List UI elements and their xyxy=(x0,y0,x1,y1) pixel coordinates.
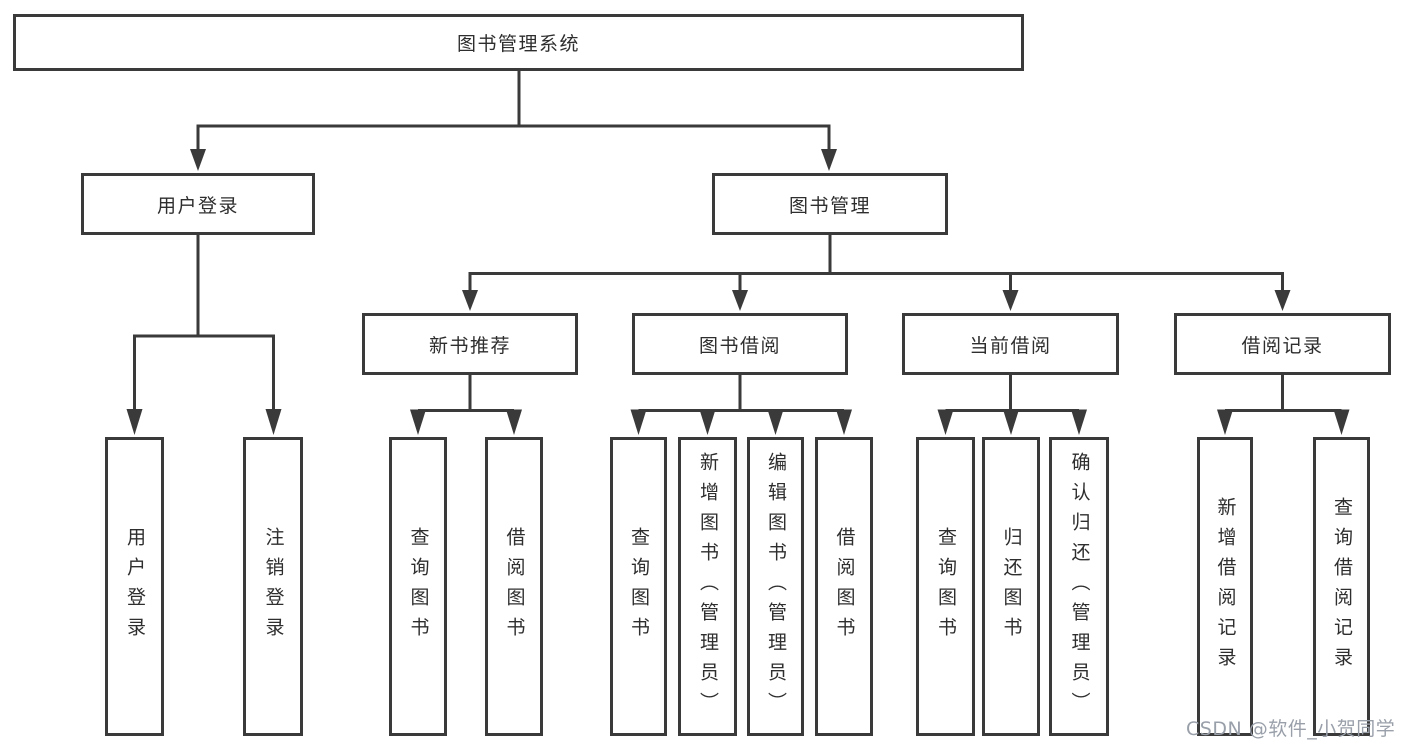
node-label: 确认归还（管理员） xyxy=(1068,451,1091,722)
connector-currentborrow-to-leaves xyxy=(937,375,1087,435)
csdn-watermark: CSDN @软件_小贺同学 xyxy=(1186,718,1396,740)
node-user-login: 用户登录 xyxy=(81,173,315,235)
leaf-borrow-book-recommend: 借阅图书 xyxy=(485,437,543,736)
node-label: 归还图书 xyxy=(1000,526,1023,647)
node-label: 查询图书 xyxy=(935,526,957,647)
leaf-logout: 注销登录 xyxy=(243,437,303,736)
leaf-edit-book-admin: 编辑图书（管理员） xyxy=(747,437,804,736)
node-label: 借阅图书 xyxy=(503,526,526,647)
node-label: 用户登录 xyxy=(124,526,146,647)
leaf-user-login: 用户登录 xyxy=(105,437,164,736)
connector-bookmgmt-to-level3 xyxy=(462,235,1291,311)
leaf-return-book: 归还图书 xyxy=(982,437,1040,736)
node-label: 用户登录 xyxy=(156,194,239,217)
node-label: 新增图书（管理员） xyxy=(697,451,719,722)
node-borrow-records: 借阅记录 xyxy=(1174,313,1391,375)
node-label: 图书借阅 xyxy=(698,334,781,357)
leaf-confirm-return-admin: 确认归还（管理员） xyxy=(1049,437,1109,736)
node-label: 新增借阅记录 xyxy=(1214,496,1237,677)
leaf-query-book-current: 查询图书 xyxy=(916,437,975,736)
leaf-add-book-admin: 新增图书（管理员） xyxy=(678,437,737,736)
leaf-borrow-book: 借阅图书 xyxy=(815,437,873,736)
node-label: 新书推荐 xyxy=(428,334,511,357)
leaf-add-borrow-record: 新增借阅记录 xyxy=(1197,437,1253,736)
node-label: 查询图书 xyxy=(628,526,650,647)
node-new-book-recommend: 新书推荐 xyxy=(362,313,578,375)
node-root: 图书管理系统 xyxy=(13,14,1024,71)
leaf-query-book-borrow: 查询图书 xyxy=(610,437,667,736)
node-book-borrow: 图书借阅 xyxy=(632,313,848,375)
node-current-borrow: 当前借阅 xyxy=(902,313,1119,375)
connector-borrowrecords-to-leaves xyxy=(1217,375,1350,435)
leaf-query-book-recommend: 查询图书 xyxy=(389,437,447,736)
node-label: 编辑图书（管理员） xyxy=(765,451,787,722)
node-label: 查询图书 xyxy=(407,526,430,647)
connector-bookborrow-to-leaves xyxy=(630,375,852,435)
node-label: 借阅记录 xyxy=(1241,334,1324,357)
node-label: 当前借阅 xyxy=(969,334,1052,357)
connector-root-to-level2 xyxy=(190,71,837,171)
leaf-query-borrow-record: 查询借阅记录 xyxy=(1313,437,1370,736)
node-label: 注销登录 xyxy=(262,526,285,647)
node-label: 借阅图书 xyxy=(833,526,856,647)
connector-userlogin-to-leaves xyxy=(126,235,282,435)
node-book-management: 图书管理 xyxy=(712,173,948,235)
node-label: 查询借阅记录 xyxy=(1331,496,1353,677)
node-label: 图书管理系统 xyxy=(456,33,580,55)
connector-newbook-to-leaves xyxy=(410,375,522,435)
node-label: 图书管理 xyxy=(788,194,871,217)
